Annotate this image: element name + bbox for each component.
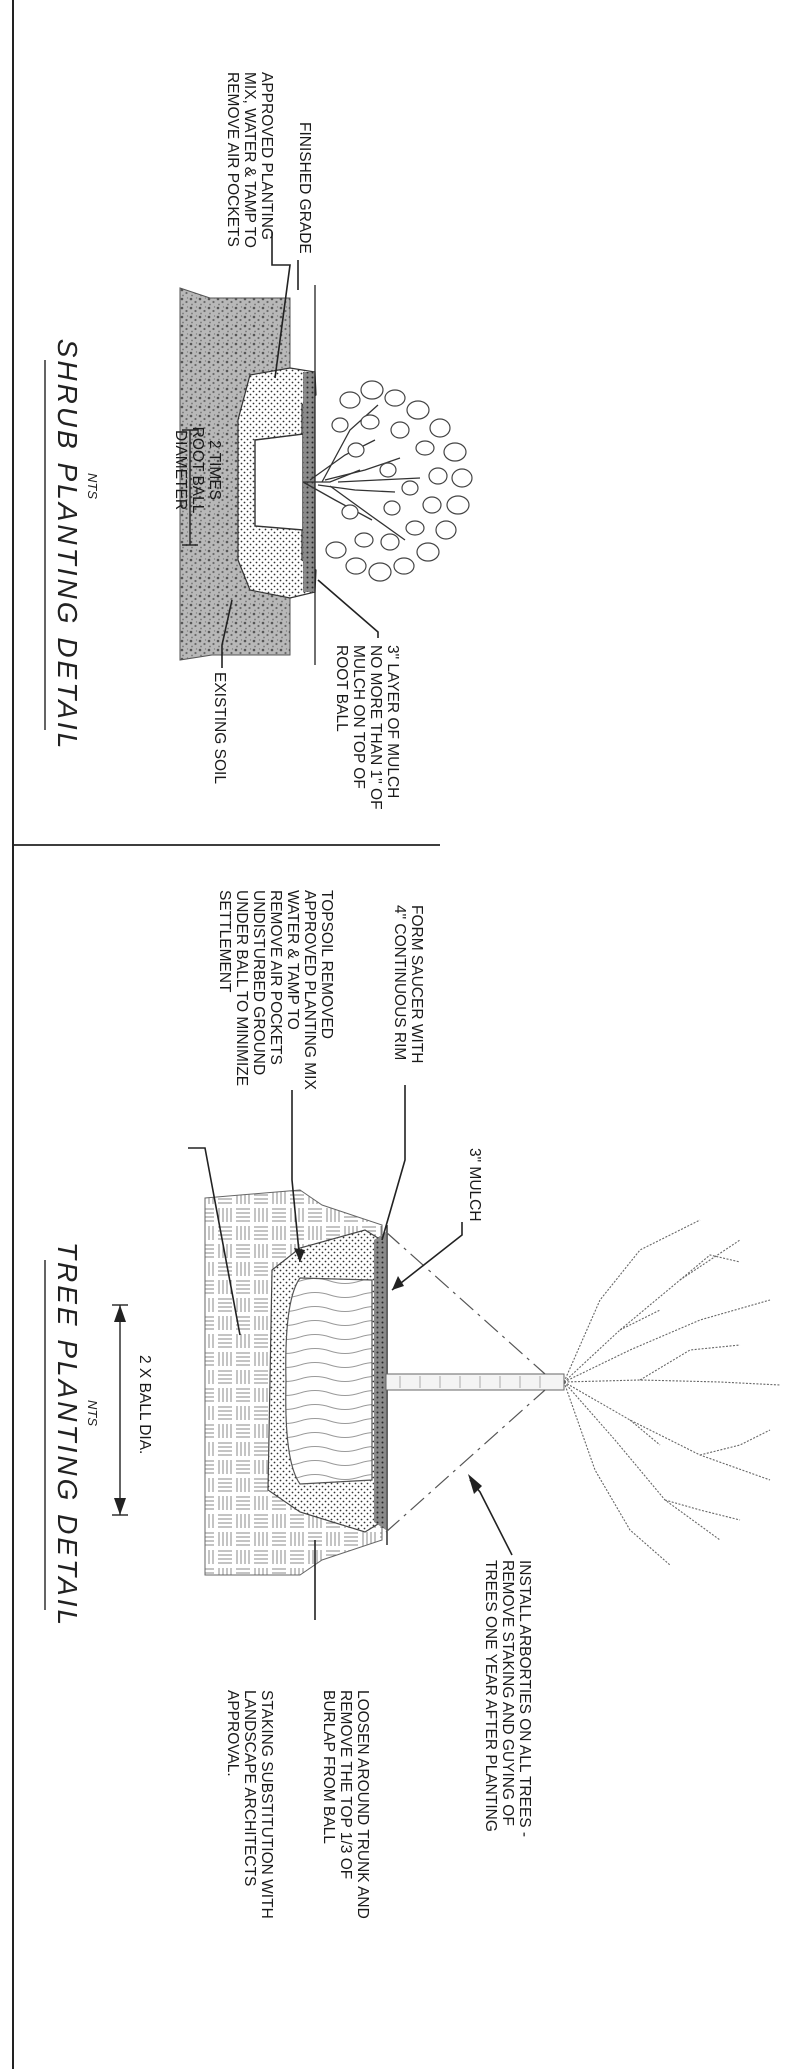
svg-text:REMOVE AIR POCKETS: REMOVE AIR POCKETS	[267, 890, 284, 1065]
shrub-stems	[302, 404, 421, 541]
svg-text:LANDSCAPE ARCHITECTS: LANDSCAPE ARCHITECTS	[241, 1690, 258, 1886]
svg-text:APPROVED PLANTING: APPROVED PLANTING	[258, 72, 275, 240]
svg-text:MULCH ON TOP OF: MULCH ON TOP OF	[350, 645, 367, 789]
shrub-detail-scale: NTS	[85, 473, 100, 499]
label-form-saucer: FORM SAUCER WITH 4" CONTINUOUS RIM	[391, 905, 425, 1063]
svg-text:APPROVED PLANTING MIX: APPROVED PLANTING MIX	[301, 890, 318, 1090]
label-finished-grade: FINISHED GRADE	[296, 122, 313, 254]
shrub-detail-title: SHRUB PLANTING DETAIL	[52, 339, 83, 752]
svg-text:MIX, WATER & TAMP TO: MIX, WATER & TAMP TO	[241, 72, 258, 248]
shrub-root-ball	[254, 433, 304, 531]
tree-ball-dimension	[112, 1304, 128, 1516]
label-existing-soil: EXISTING SOIL	[211, 672, 228, 784]
label-tree-ball-width: 2 X BALL DIA.	[136, 1355, 153, 1454]
svg-text:3" LAYER OF MULCH: 3" LAYER OF MULCH	[384, 645, 401, 798]
svg-text:UNDER BALL TO MINIMIZE: UNDER BALL TO MINIMIZE	[233, 890, 250, 1086]
svg-text:ROOT BALL: ROOT BALL	[189, 427, 206, 514]
tree-detail-scale: NTS	[85, 1400, 100, 1426]
tree-planting-detail: TREE PLANTING DETAIL NTS	[44, 890, 781, 1919]
svg-text:UNDISTURBED GROUND: UNDISTURBED GROUND	[250, 890, 267, 1075]
svg-text:2 TIMES: 2 TIMES	[206, 440, 223, 500]
svg-text:NO MORE THAN 1" OF: NO MORE THAN 1" OF	[367, 645, 384, 810]
svg-text:BURLAP FROM BALL: BURLAP FROM BALL	[320, 1690, 337, 1844]
tree-guy-wires	[385, 1231, 546, 1533]
label-arborties: INSTALL ARBORTIES ON ALL TREES - REMOVE …	[482, 1560, 533, 1837]
label-shrub-root-ball-width: 2 TIMES ROOT BALL DIAMETER	[172, 427, 223, 514]
svg-text:REMOVE THE TOP 1/3 OF: REMOVE THE TOP 1/3 OF	[337, 1690, 354, 1879]
label-tree-topsoil-group: TOPSOIL REMOVED APPROVED PLANTING MIX WA…	[216, 890, 335, 1090]
tree-mulch-layer	[374, 1232, 386, 1530]
svg-text:DIAMETER: DIAMETER	[172, 430, 189, 510]
label-shrub-planting-mix: APPROVED PLANTING MIX, WATER & TAMP TO R…	[224, 72, 275, 248]
svg-text:APPROVAL.: APPROVAL.	[224, 1690, 241, 1777]
label-staking-substitution: STAKING SUBSTITUTION WITH LANDSCAPE ARCH…	[224, 1690, 275, 1919]
tree-detail-title: TREE PLANTING DETAIL	[52, 1242, 83, 1628]
label-tree-mulch: 3" MULCH	[466, 1148, 483, 1222]
tree-crown-branches	[563, 1219, 781, 1566]
shrub-width-dimension	[182, 429, 198, 546]
label-burlap: LOOSEN AROUND TRUNK AND REMOVE THE TOP 1…	[320, 1690, 371, 1919]
tree-root-ball	[285, 1277, 373, 1485]
svg-text:4" CONTINUOUS RIM: 4" CONTINUOUS RIM	[391, 905, 408, 1060]
svg-text:ROOT BALL: ROOT BALL	[333, 645, 350, 732]
shrub-foliage	[325, 380, 473, 582]
svg-text:TREES ONE YEAR AFTER PLANTING: TREES ONE YEAR AFTER PLANTING	[482, 1560, 499, 1832]
svg-text:STAKING SUBSTITUTION WITH: STAKING SUBSTITUTION WITH	[258, 1690, 275, 1919]
svg-text:REMOVE STAKING AND GUYING OF: REMOVE STAKING AND GUYING OF	[499, 1560, 516, 1826]
svg-text:LOOSEN AROUND TRUNK AND: LOOSEN AROUND TRUNK AND	[354, 1690, 371, 1919]
svg-text:INSTALL ARBORTIES ON ALL TREES: INSTALL ARBORTIES ON ALL TREES -	[516, 1560, 533, 1837]
label-shrub-mulch: 3" LAYER OF MULCH NO MORE THAN 1" OF MUL…	[333, 645, 401, 810]
svg-text:WATER & TAMP TO: WATER & TAMP TO	[284, 890, 301, 1030]
shrub-planting-detail: SHRUB PLANTING DETAIL NTS	[44, 72, 473, 810]
svg-text:SETTLEMENT: SETTLEMENT	[216, 890, 233, 993]
tree-trunk	[385, 1373, 565, 1391]
svg-text:FORM SAUCER WITH: FORM SAUCER WITH	[408, 905, 425, 1063]
svg-text:REMOVE AIR POCKETS: REMOVE AIR POCKETS	[224, 72, 241, 247]
svg-text:TOPSOIL REMOVED: TOPSOIL REMOVED	[318, 890, 335, 1039]
